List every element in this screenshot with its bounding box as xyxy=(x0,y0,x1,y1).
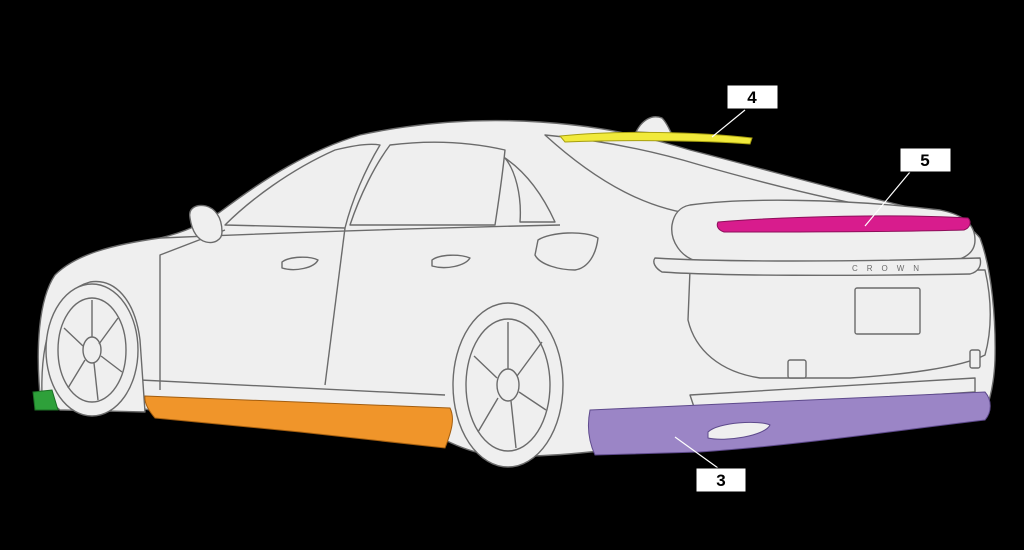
side-mirror xyxy=(189,204,223,244)
rear-wheel xyxy=(452,302,564,468)
rear-spokes xyxy=(473,322,547,449)
taillight-bar xyxy=(653,257,982,277)
callout-3-label: 3 xyxy=(716,471,725,490)
leader-line-4 xyxy=(711,109,746,138)
front-hub xyxy=(82,336,102,364)
front-wheel xyxy=(45,283,139,417)
rear-reflector xyxy=(787,359,807,379)
door-line-rear xyxy=(324,227,346,386)
rear-door-window xyxy=(349,141,506,226)
rear-reflector-right xyxy=(969,349,981,369)
callout-leaders xyxy=(674,109,911,469)
callout-3: 3 xyxy=(695,467,747,493)
rear-fascia xyxy=(687,269,991,379)
callout-4-box xyxy=(726,84,779,110)
leader-line-3 xyxy=(674,436,719,469)
callout-5-box xyxy=(899,147,952,173)
callout-3-box xyxy=(695,467,747,493)
rear-diffuser-part xyxy=(587,391,991,456)
callout-4-label: 4 xyxy=(747,88,757,107)
trunk-spoiler-part xyxy=(716,215,971,233)
door-handle-front xyxy=(281,256,319,271)
callout-5: 5 xyxy=(899,147,952,173)
trunk-badge-text: CROWN xyxy=(852,264,928,273)
fuel-door xyxy=(534,232,599,271)
callout-5-label: 5 xyxy=(920,151,929,170)
license-plate xyxy=(854,287,921,335)
front-spokes xyxy=(63,300,123,401)
front-door-window xyxy=(224,143,381,229)
rear-hub xyxy=(496,368,520,402)
roof-spoiler-part xyxy=(559,131,753,145)
front-lip-part xyxy=(32,389,59,411)
callout-4: 4 xyxy=(726,84,779,110)
quarter-window xyxy=(504,157,556,223)
lower-crease xyxy=(139,379,446,396)
diffuser-exhaust xyxy=(707,421,771,440)
door-handle-rear xyxy=(431,254,471,269)
leader-line-5 xyxy=(864,171,911,227)
side-skirt-part xyxy=(144,395,453,449)
